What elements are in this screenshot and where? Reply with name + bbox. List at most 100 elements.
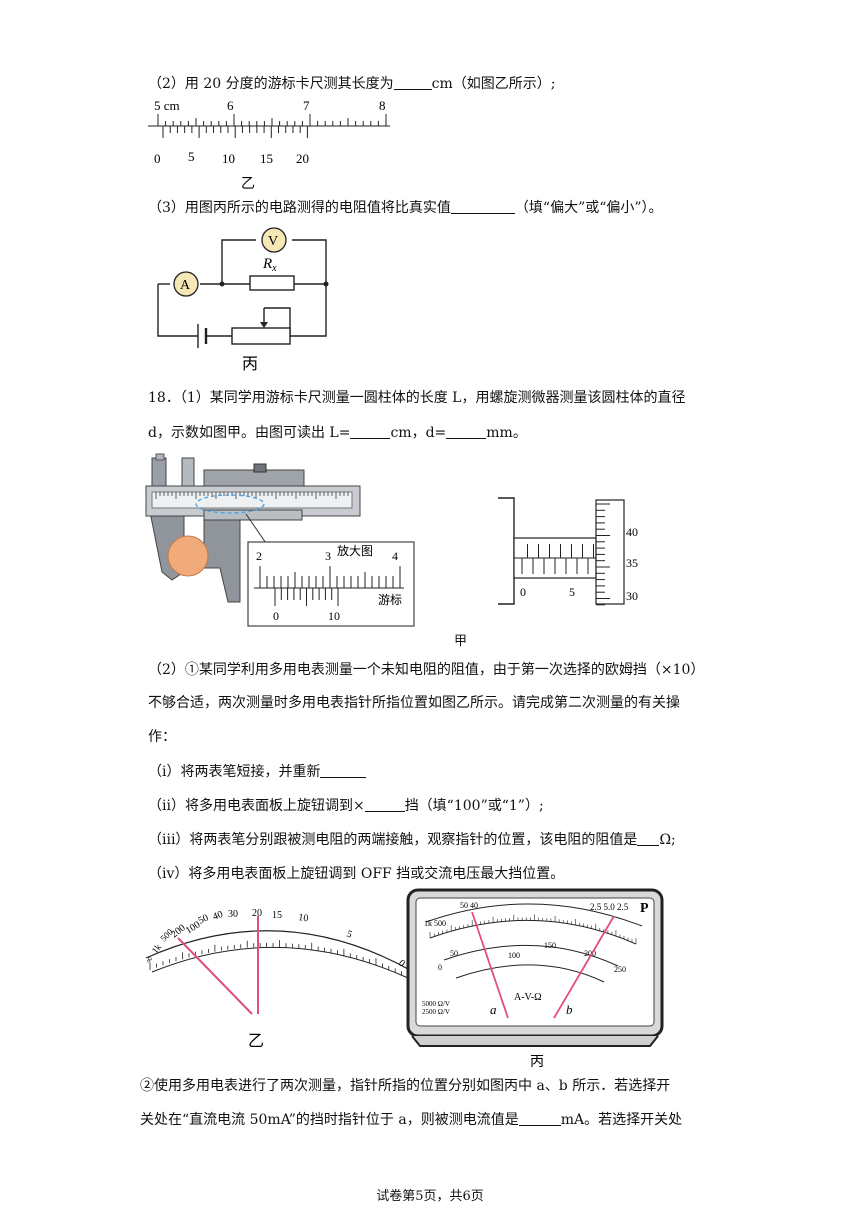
q17-part2-text: （2）用 20 分度的游标卡尺测其长度为 cm（如图乙所示）; (148, 74, 555, 94)
ohm-label-20: 20 (252, 908, 262, 919)
ohm-label-5: 5 (345, 929, 354, 941)
q18-step2-post: 挡（填“100”或“1”）; (404, 798, 544, 814)
zoom-title: 放大图 (337, 543, 373, 558)
answer-blank-L[interactable] (350, 424, 391, 439)
thimble-label-40: 40 (626, 525, 638, 539)
answer-blank[interactable] (393, 75, 432, 90)
resistor-rx (249, 275, 295, 291)
ohm-label-1k: 1k (150, 942, 164, 956)
thimble-label-30: 30 (626, 589, 638, 603)
figure-label-yi2: 乙 (248, 1033, 264, 1050)
zoom-vernier-10: 10 (328, 609, 340, 623)
thimble (595, 499, 625, 605)
ohm-label-30: 30 (228, 909, 238, 920)
main-label-7: 7 (303, 98, 310, 113)
ammeter (173, 271, 199, 297)
q17-part3-text: （3）用图丙所示的电路测得的电阻值将比真实值 （填“偏大”或“偏小”）。 (148, 198, 663, 218)
vernier-label-5: 5 (188, 149, 195, 164)
thimble-label-35: 35 (626, 556, 638, 570)
q18-p2-line3: 作： (148, 729, 176, 745)
main-label-8: 8 (379, 98, 386, 113)
ohm-label-50: 50 (197, 913, 211, 927)
q17-part2-pre: （2）用 20 分度的游标卡尺测其长度为 (148, 76, 394, 92)
q18-p3-line2-pre: 关处在“直流电流 50mA”的挡时指针位于 a，则被测电流值是 (140, 1112, 519, 1128)
zoom-main-4: 4 (392, 549, 398, 563)
vernier-scale-figure: 5 cm 6 7 8 0 5 10 15 20 乙 (148, 98, 390, 192)
pointer-first (177, 937, 253, 1015)
answer-blank[interactable] (637, 831, 660, 846)
meter-ac-top: 2.5 5.0 2.5 (590, 902, 629, 912)
zoom-main-2: 2 (256, 549, 262, 563)
q18-line2-post: mm。 (486, 425, 527, 441)
meter-name: A-V-Ω (514, 992, 542, 1003)
q17-part3-pre: （3）用图丙所示的电路测得的电阻值将比真实值 (148, 200, 451, 216)
caliper-figure: 2 3 4 放大图 0 10 游标 (145, 453, 415, 627)
cylinder (167, 535, 209, 577)
q18-line2-mid: cm，d= (390, 425, 447, 441)
q18-p3-line2: 关处在“直流电流 50mA”的挡时指针位于 a，则被测电流值是 mA。若选择开关处 (140, 1110, 682, 1130)
figure-label-bing2: 丙 (530, 1055, 544, 1070)
q18-p2-line1: （2）①某同学利用多用电表测量一个未知电阻的阻值，由于第一次选择的欧姆挡（×10… (148, 662, 705, 678)
ammeter-label: A (180, 278, 191, 293)
q18-step4: （iv）将多用电表面板上旋钮调到 OFF 挡或交流电压最大挡位置。 (148, 866, 565, 882)
meter-dc-150: 150 (544, 941, 556, 950)
meter-ohm-scale-label: 1k 500 (424, 919, 446, 928)
vernier-word: 游标 (378, 593, 402, 607)
q18-p2-line2: 不够合适，两次测量时多用电表指针所指位置如图乙所示。请完成第二次测量的有关操 (148, 695, 680, 711)
meter-dc-0: 0 (438, 963, 442, 972)
sleeve-label-0: 0 (520, 585, 526, 599)
ohm-label-inf: ∞ (143, 954, 155, 965)
answer-blank[interactable] (450, 199, 515, 214)
vernier-label-20: 20 (296, 151, 309, 166)
voltmeter (261, 227, 287, 253)
q18-step3-post: Ω; (659, 832, 676, 848)
answer-blank-d[interactable] (446, 424, 487, 439)
answer-blank[interactable] (518, 1111, 561, 1126)
pointer-b (553, 915, 615, 1019)
q18-step3-pre: （iii）将两表笔分别跟被测电阻的两端接触，观察指针的位置，该电阻的阻值是 (148, 832, 638, 848)
q17-part3-post: （填“偏大”或“偏小”）。 (514, 200, 663, 216)
sleeve-label-5: 5 (569, 585, 575, 599)
q18-p3-line2-post: mA。若选择开关处 (560, 1112, 683, 1128)
circuit-diagram: V A Rx 丙 (157, 227, 329, 373)
q17-part2-post: cm（如图乙所示）; (431, 76, 556, 92)
pointer-a (471, 911, 509, 1019)
vernier-label-15: 15 (260, 151, 273, 166)
q18-step1: （i）将两表笔短接，并重新 (148, 762, 367, 782)
ohm-scale-figure: ∞ 1k 500 200 100 50 40 30 20 15 10 5 0 乙 (143, 908, 411, 1050)
rx-label: Rx (262, 256, 277, 274)
vernier-scale: 0 5 10 15 20 (154, 126, 309, 166)
q18-step1-text: （i）将两表笔短接，并重新 (148, 764, 321, 780)
q18-step2: （ii）将多用电表面板上旋钮调到× 挡（填“100”或“1”）; (148, 796, 544, 816)
meter-sens-2: 2500 Ω/V (422, 1008, 450, 1016)
ohm-label-10: 10 (298, 912, 309, 924)
q18-step3: （iii）将两表笔分别跟被测电阻的两端接触，观察指针的位置，该电阻的阻值是 Ω; (148, 830, 676, 850)
voltmeter-label: V (268, 234, 278, 249)
pointer-a-label: a (490, 1002, 497, 1017)
q18-step2-pre: （ii）将多用电表面板上旋钮调到× (148, 798, 365, 814)
meter-dc-200: 200 (584, 949, 596, 958)
meter-dc-50: 50 (450, 949, 458, 958)
zoom-vernier-0: 0 (273, 609, 279, 623)
main-label-5: 5 cm (154, 98, 180, 113)
meter-ohm-50-40: 50 40 (460, 901, 478, 910)
q18-line2: d，示数如图甲。由图可读出 L= cm，d= mm。 (148, 423, 527, 443)
meter-sens-1: 5000 Ω/V (422, 1000, 450, 1008)
ohm-label-0: 0 (396, 958, 407, 970)
ohm-label-15: 15 (272, 910, 282, 921)
page-footer: 试卷第5页，共6页 (376, 1189, 484, 1204)
figure-label-jia: 甲 (454, 634, 468, 649)
main-label-6: 6 (227, 98, 234, 113)
meter-p-label: P (640, 901, 649, 916)
q18-line1: 18．（1）某同学用游标卡尺测量一圆柱体的长度 L，用螺旋测微器测量该圆柱体的直… (148, 390, 686, 406)
main-scale: 5 cm 6 7 8 (148, 98, 390, 127)
answer-blank[interactable] (364, 797, 405, 812)
figure-label-yi: 乙 (241, 176, 255, 192)
answer-blank[interactable] (320, 763, 367, 778)
meter-dc-100: 100 (508, 951, 520, 960)
q18-line2-pre: d，示数如图甲。由图可读出 L= (148, 425, 351, 441)
ohm-label-40: 40 (211, 909, 224, 923)
vernier-label-0: 0 (154, 151, 161, 166)
q18-p3-line1: ②使用多用电表进行了两次测量，指针所指的位置分别如图丙中 a、b 所示．若选择开 (140, 1078, 671, 1094)
micrometer-figure: 0 5 40 35 30 (498, 497, 638, 606)
